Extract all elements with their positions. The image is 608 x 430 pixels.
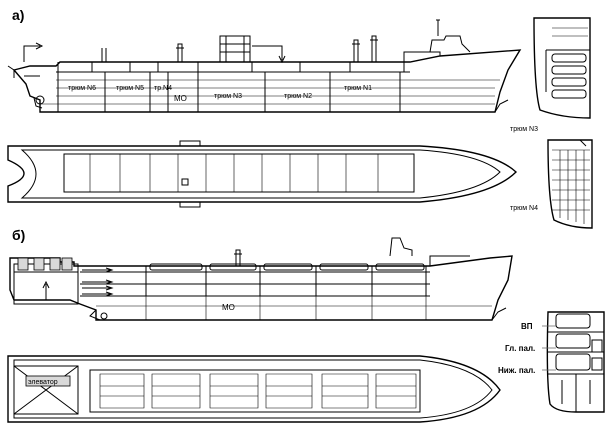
engine-room-label: МО [222,303,235,312]
cargo-flow-arrows [82,267,114,297]
variant-a-letter: а) [12,7,24,23]
hold-label: трюм N3 [214,93,242,100]
elevator-label: элеватор [28,379,58,386]
stern-arrow [23,45,40,62]
hold-label: трюм N5 [116,85,144,92]
variant-a-section-hold3: трюм N3 [510,17,591,133]
section-label: трюм N3 [510,126,538,133]
hold-label: трюм N2 [284,93,312,100]
deck-label: Гл. пал. [505,344,535,353]
elevator-box [13,365,79,415]
variant-a-plan [7,140,518,208]
gantry-arrow [252,45,283,60]
engine-room-label: МО [174,94,187,103]
hold-label: трюм N1 [344,85,372,92]
variant-a-section-hold4: трюм N4 [510,139,593,229]
deck-label: Ниж. пал. [498,366,535,375]
hold-label: трюм N6 [68,85,96,92]
variant-b-profile: МО [9,237,513,321]
hold-label: тр.N4 [154,85,172,92]
section-label: трюм N4 [510,205,538,212]
variant-b-section: ВП Гл. пал. Ниж. пал. [498,311,605,413]
variant-b-plan: элеватор [7,355,501,423]
variant-b-letter: б) [12,227,25,243]
variant-a-profile: трюм N6 трюм N5 тр.N4 МО трюм N3 трюм N2… [7,19,522,113]
deck-label: ВП [521,322,533,331]
